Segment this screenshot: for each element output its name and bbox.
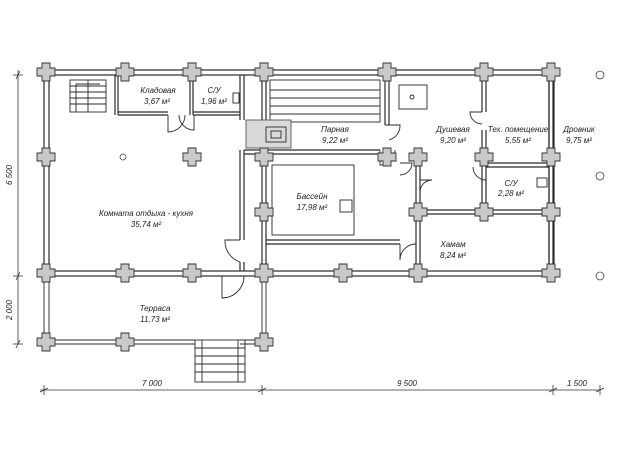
log-corner-cross [541, 147, 561, 167]
room-area-shower: 9,20 м² [440, 136, 466, 145]
log-corner-cross [36, 62, 56, 82]
room-name-steam-room: Парная [321, 125, 350, 134]
log-corner-cross [474, 202, 494, 222]
room-area-lounge-kitchen: 35,74 м² [131, 220, 162, 229]
room-area-terrace: 11,73 м² [140, 315, 170, 324]
dimension-labels: 7 000 9 500 1 500 6 500 2 000 [5, 164, 588, 388]
room-name-wc-1: С/У [207, 86, 221, 95]
room-area-storage: 3,67 м² [144, 97, 170, 106]
log-corner-cross [254, 263, 274, 283]
log-corner-crosses [36, 62, 561, 352]
log-corner-cross [36, 147, 56, 167]
room-area-steam-room: 9,22 м² [322, 136, 348, 145]
columns [119, 70, 605, 281]
log-corner-cross [408, 147, 428, 167]
log-corner-cross [474, 147, 494, 167]
log-corner-cross [115, 332, 135, 352]
log-corner-cross [408, 263, 428, 283]
room-labels: Кладовая 3,67 м² С/У 1,96 м² Парная 9,22… [99, 86, 596, 324]
log-corner-cross [408, 202, 428, 222]
room-area-hammam: 8,24 м² [440, 251, 466, 260]
log-corner-cross [254, 332, 274, 352]
room-area-pool: 17,98 м² [297, 203, 328, 212]
log-corner-cross [541, 62, 561, 82]
dim-bottom-3: 1 500 [567, 379, 588, 388]
room-name-shower: Душевая [435, 125, 470, 134]
room-area-wc-1: 1,96 м² [201, 97, 227, 106]
log-corner-cross [254, 202, 274, 222]
log-corner-cross [377, 62, 397, 82]
dim-bottom-2: 9 500 [397, 379, 418, 388]
room-area-firewood: 9,75 м² [566, 136, 592, 145]
log-corner-cross [541, 202, 561, 222]
room-area-wc-2: 2,28 м² [497, 189, 524, 198]
room-name-pool: Бассейн [297, 192, 329, 201]
dimension-lines [13, 70, 605, 395]
room-name-storage: Кладовая [140, 86, 176, 95]
log-corner-cross [115, 263, 135, 283]
log-corner-cross [474, 62, 494, 82]
toilets [232, 84, 548, 188]
interior-walls [114, 75, 554, 271]
room-name-lounge-kitchen: Комната отдыха - кухня [99, 209, 194, 218]
log-corner-cross [182, 62, 202, 82]
dim-bottom-1: 7 000 [142, 379, 163, 388]
log-corner-cross [36, 332, 56, 352]
log-corner-cross [115, 62, 135, 82]
log-corner-cross [377, 147, 397, 167]
log-corner-cross [541, 263, 561, 283]
room-name-tech-room: Тех. помещение [488, 125, 549, 134]
log-corner-cross [333, 263, 353, 283]
outer-walls [43, 69, 555, 277]
log-corner-cross [36, 263, 56, 283]
room-name-wc-2: С/У [504, 179, 518, 188]
staircase [69, 79, 107, 113]
dim-left-1: 6 500 [5, 164, 14, 185]
room-name-firewood: Дровник [562, 125, 596, 134]
terrace [43, 276, 267, 383]
room-name-terrace: Терраса [140, 304, 171, 313]
log-corner-cross [182, 263, 202, 283]
dim-left-2: 2 000 [5, 299, 14, 321]
stove [245, 119, 292, 149]
room-area-tech-room: 5,55 м² [505, 136, 531, 145]
log-corner-cross [254, 62, 274, 82]
log-corner-cross [254, 147, 274, 167]
sauna-benches [269, 79, 381, 123]
pool [271, 164, 355, 236]
room-name-hammam: Хамам [439, 240, 466, 249]
log-corner-cross [182, 147, 202, 167]
